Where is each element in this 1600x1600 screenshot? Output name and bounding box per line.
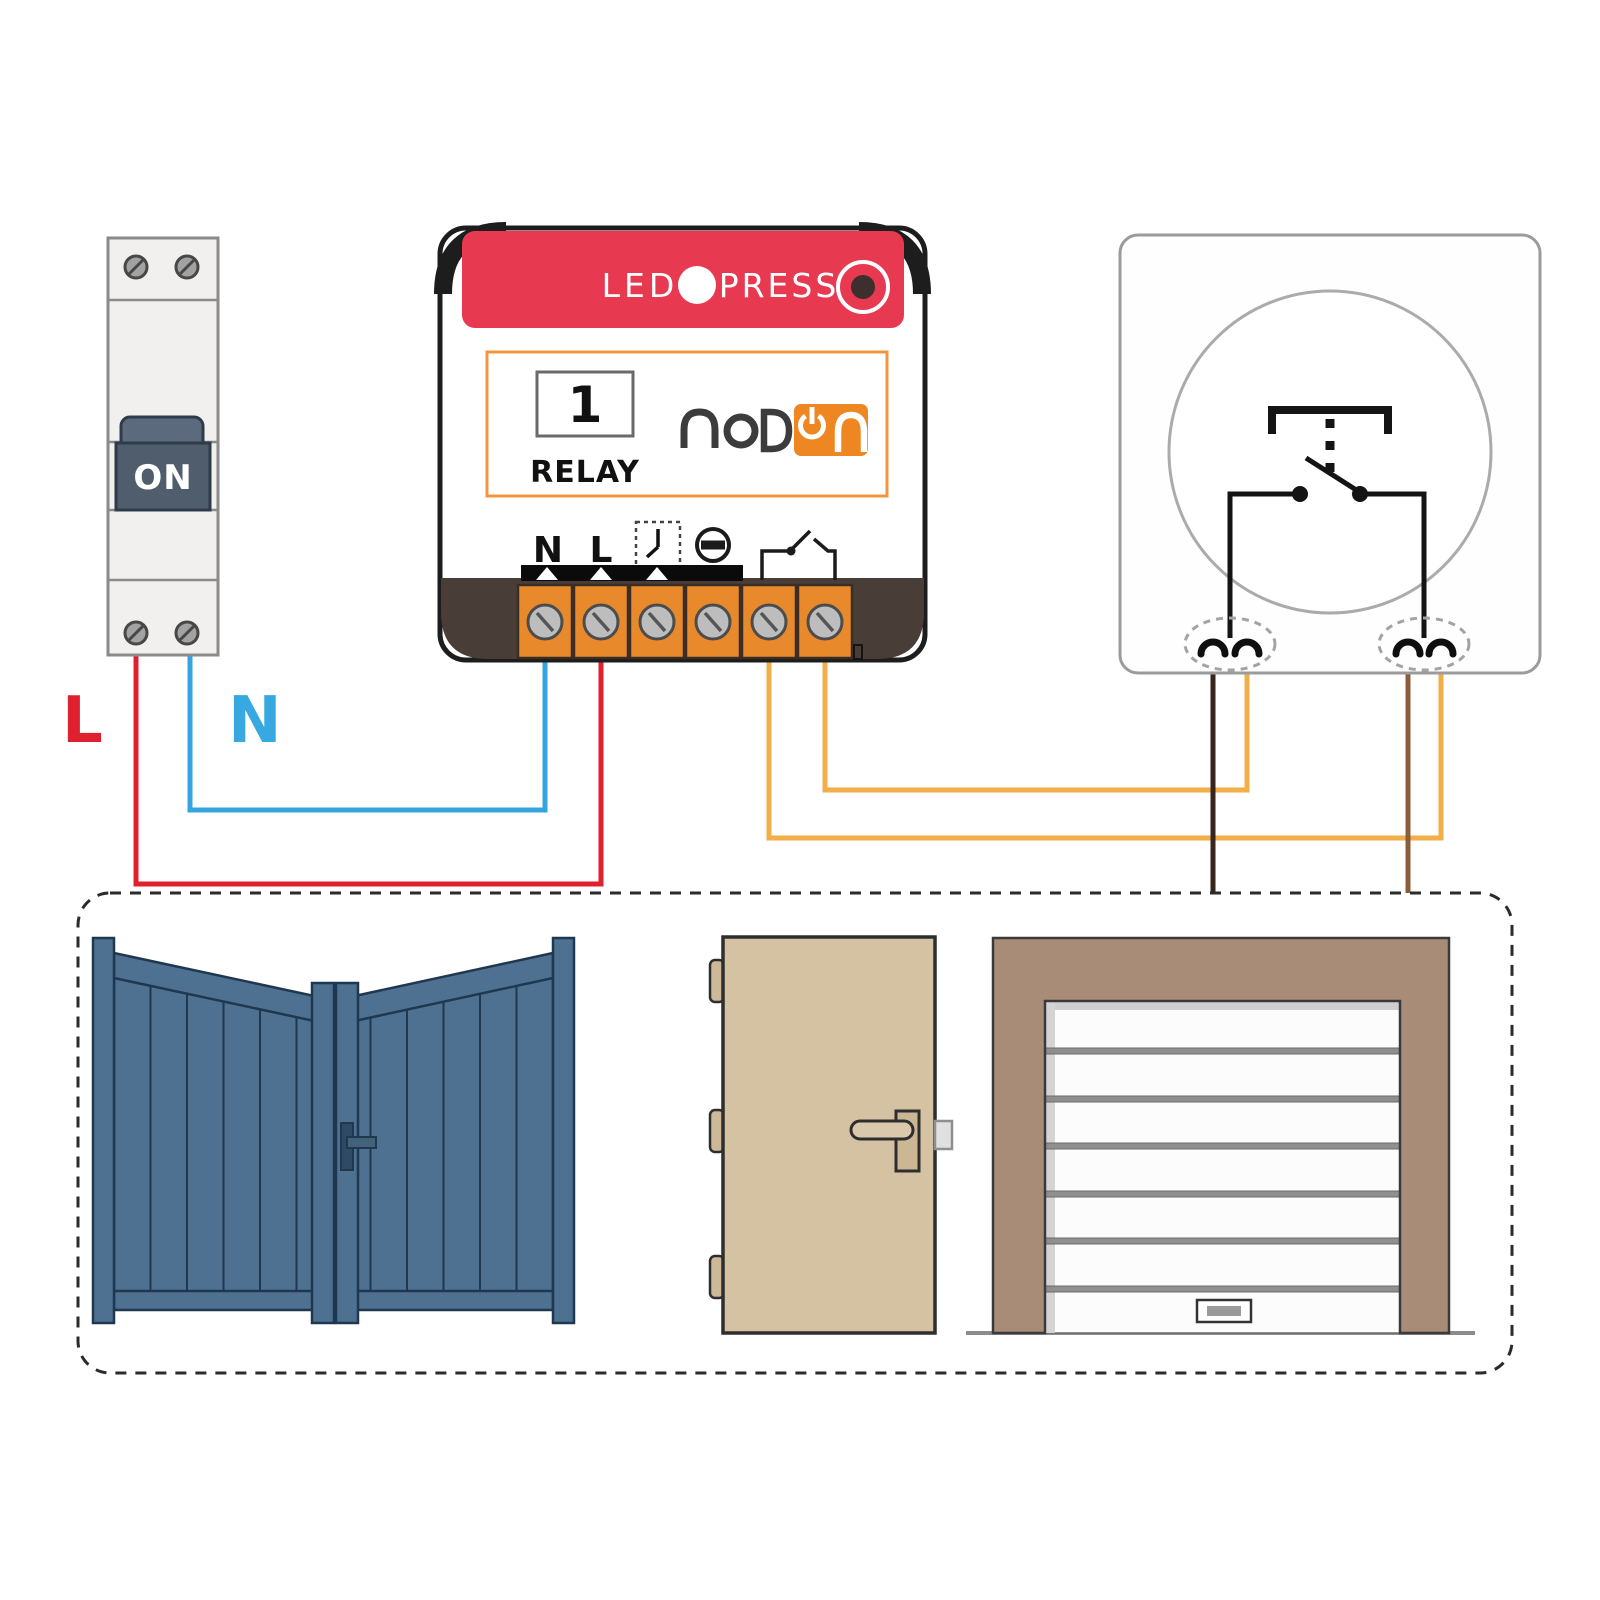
led-indicator-icon xyxy=(678,266,716,304)
garage-door-top-shade xyxy=(1045,1001,1400,1010)
push-button-symbol xyxy=(1227,406,1427,638)
logo-letter-d xyxy=(760,408,793,453)
terminal-hook xyxy=(1197,638,1229,658)
logo-letter-o xyxy=(723,413,759,449)
door-handle-lever xyxy=(849,1119,915,1141)
door-latch xyxy=(933,1119,954,1151)
timer-icon xyxy=(634,520,682,569)
screw-terminal xyxy=(572,583,630,660)
breaker-toggle-plate xyxy=(114,441,212,512)
case-side-tab xyxy=(853,644,863,660)
breaker-screw-icon xyxy=(174,620,200,646)
neutral-wire xyxy=(187,653,548,813)
gate-post-right xyxy=(551,936,576,1325)
garage-door-side-shade xyxy=(1045,1001,1055,1333)
screw-terminal xyxy=(684,583,742,660)
door-illustration xyxy=(708,935,954,1335)
terminal-label-neutral: N xyxy=(533,530,563,571)
screw-terminal xyxy=(796,583,854,660)
gate-handle xyxy=(340,1122,377,1171)
relay-channel-label: RELAY xyxy=(530,455,640,490)
switch-terminal-hooks xyxy=(1197,638,1457,658)
terminal-marker-bar xyxy=(521,565,743,581)
applications-box xyxy=(76,891,1514,1375)
breaker-screw-icon xyxy=(123,254,149,280)
nodon-logo xyxy=(680,404,868,456)
terminal-hook xyxy=(1392,638,1424,658)
gate-post-left xyxy=(91,936,116,1325)
gate-stile-left xyxy=(310,981,336,1325)
terminal-hook xyxy=(1425,638,1457,658)
breaker-screw-icon xyxy=(174,254,200,280)
switch-rocker-circle xyxy=(1167,289,1493,615)
terminal-hook xyxy=(1231,638,1263,658)
wall-switch xyxy=(1118,233,1542,675)
live-wire xyxy=(133,653,604,887)
wires xyxy=(133,652,1444,893)
terminal-label-live: L xyxy=(590,530,613,571)
relay-channel-number: 1 xyxy=(568,376,603,434)
terminal-arrow-icon xyxy=(536,567,558,580)
minus-circle-icon xyxy=(695,527,731,563)
screw-terminal xyxy=(516,583,574,660)
press-button-icon xyxy=(836,260,890,314)
screw-terminal xyxy=(740,583,798,660)
garage-frame xyxy=(991,936,1451,1335)
impulse-wire-lower xyxy=(766,652,1444,841)
live-wire-label: L xyxy=(62,684,103,758)
screw-terminal xyxy=(628,583,686,660)
swing-gate-illustration xyxy=(91,936,576,1325)
dashed-border xyxy=(76,891,1514,1375)
impulse-wire-upper xyxy=(822,652,1250,793)
dry-contact-switch-icon xyxy=(760,529,837,580)
gate-planks xyxy=(149,986,518,1291)
screw-terminals xyxy=(516,583,863,660)
relay-led-label: LED xyxy=(602,266,679,305)
breaker-screw-icon xyxy=(123,620,149,646)
power-icon xyxy=(798,407,826,440)
terminal-highlight-dashed xyxy=(1183,616,1277,672)
relay-press-label: PRESS xyxy=(719,266,840,305)
logo-orange-box xyxy=(794,404,868,456)
relay-channel-box xyxy=(535,370,635,438)
garage-door-illustration xyxy=(966,936,1475,1335)
terminal-arrow-icon xyxy=(590,567,612,580)
breaker-on-label: ON xyxy=(133,458,192,498)
terminal-arrow-icon xyxy=(646,567,668,580)
relay-module: LED PRESS 1 RELAY N L xyxy=(434,222,931,663)
neutral-wire-label: N xyxy=(228,684,282,758)
logo-letter-n-white xyxy=(834,411,868,452)
circuit-breaker: ON xyxy=(106,236,220,657)
terminal-highlight-dashed xyxy=(1377,616,1471,672)
logo-letter-n xyxy=(680,408,719,448)
garage-door-handle xyxy=(1195,1298,1253,1324)
